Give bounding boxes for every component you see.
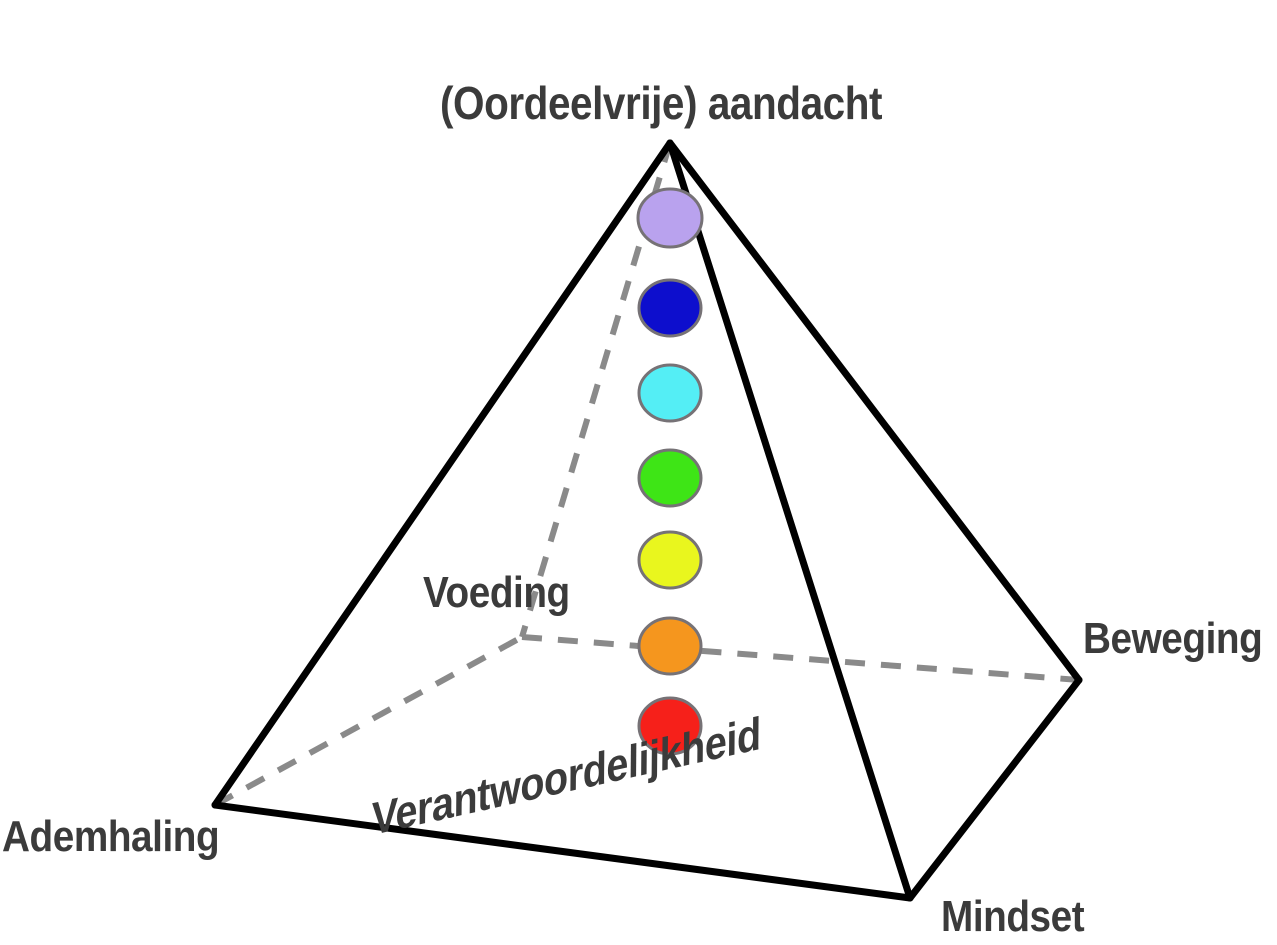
edge-apex-front	[666, 139, 914, 902]
label-vertex-beweging: Beweging	[1083, 614, 1263, 663]
label-apex-aandacht: (Oordeelvrije) aandacht	[440, 77, 883, 129]
sphere-cyan	[637, 363, 703, 423]
sphere-violet	[636, 187, 704, 249]
sphere-orange	[637, 616, 703, 676]
label-vertex-ademhaling: Ademhaling	[2, 812, 220, 861]
sphere-yellow	[637, 530, 703, 590]
edge-apex-left	[211, 139, 674, 809]
edge-left-front-base	[211, 801, 914, 902]
edge-left-back-dashed	[213, 634, 524, 808]
label-face-voeding: Voeding	[423, 568, 570, 617]
sphere-red	[637, 696, 703, 756]
sphere-green	[637, 448, 703, 508]
edge-apex-right	[666, 139, 1083, 684]
sphere-column	[636, 187, 704, 756]
label-vertex-mindset: Mindset	[941, 892, 1085, 941]
edge-front-right-base	[906, 676, 1083, 902]
sphere-blue	[637, 278, 703, 338]
visible-edges-group	[211, 139, 1083, 902]
edge-back-right-dashed	[521, 634, 1080, 683]
